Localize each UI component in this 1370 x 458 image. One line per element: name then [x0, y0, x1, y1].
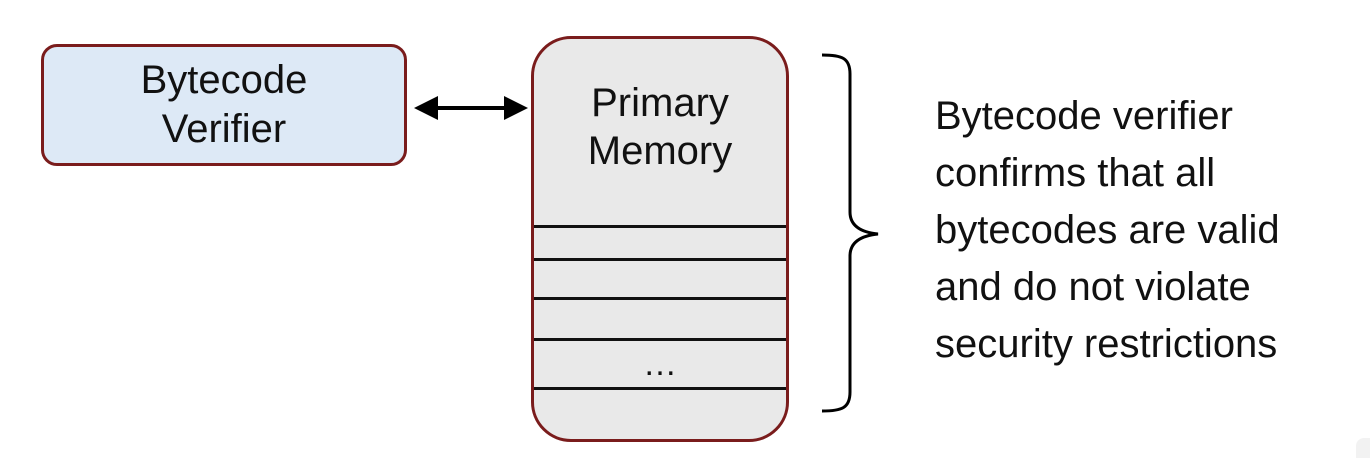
- verifier-label-line1: Bytecode: [140, 58, 308, 103]
- memory-label-line1: Primary: [591, 81, 729, 125]
- memory-title: Primary Memory: [534, 79, 786, 175]
- memory-label-line2: Memory: [587, 129, 733, 173]
- bytecode-verifier-box: Bytecode Verifier: [41, 44, 407, 166]
- memory-slot-divider: [534, 387, 786, 390]
- description-text: Bytecode verifier confirms that all byte…: [935, 88, 1280, 373]
- description-line: and do not violate: [935, 265, 1251, 309]
- bidirectional-arrow: [414, 96, 528, 120]
- memory-slot-divider: [534, 225, 786, 228]
- memory-slot-divider: [534, 297, 786, 300]
- verifier-label-line2: Verifier: [161, 107, 287, 151]
- description-line: Bytecode verifier: [935, 94, 1233, 138]
- description-line: bytecodes are valid: [935, 208, 1280, 252]
- memory-ellipsis: …: [643, 345, 677, 383]
- description-line: security restrictions: [935, 322, 1278, 366]
- description-line: confirms that all: [935, 151, 1216, 195]
- corner-mark: [1356, 438, 1370, 458]
- memory-slot-divider: [534, 338, 786, 341]
- right-curly-brace: [821, 53, 879, 413]
- primary-memory-box: Primary Memory …: [531, 36, 789, 442]
- memory-slot-divider: [534, 258, 786, 261]
